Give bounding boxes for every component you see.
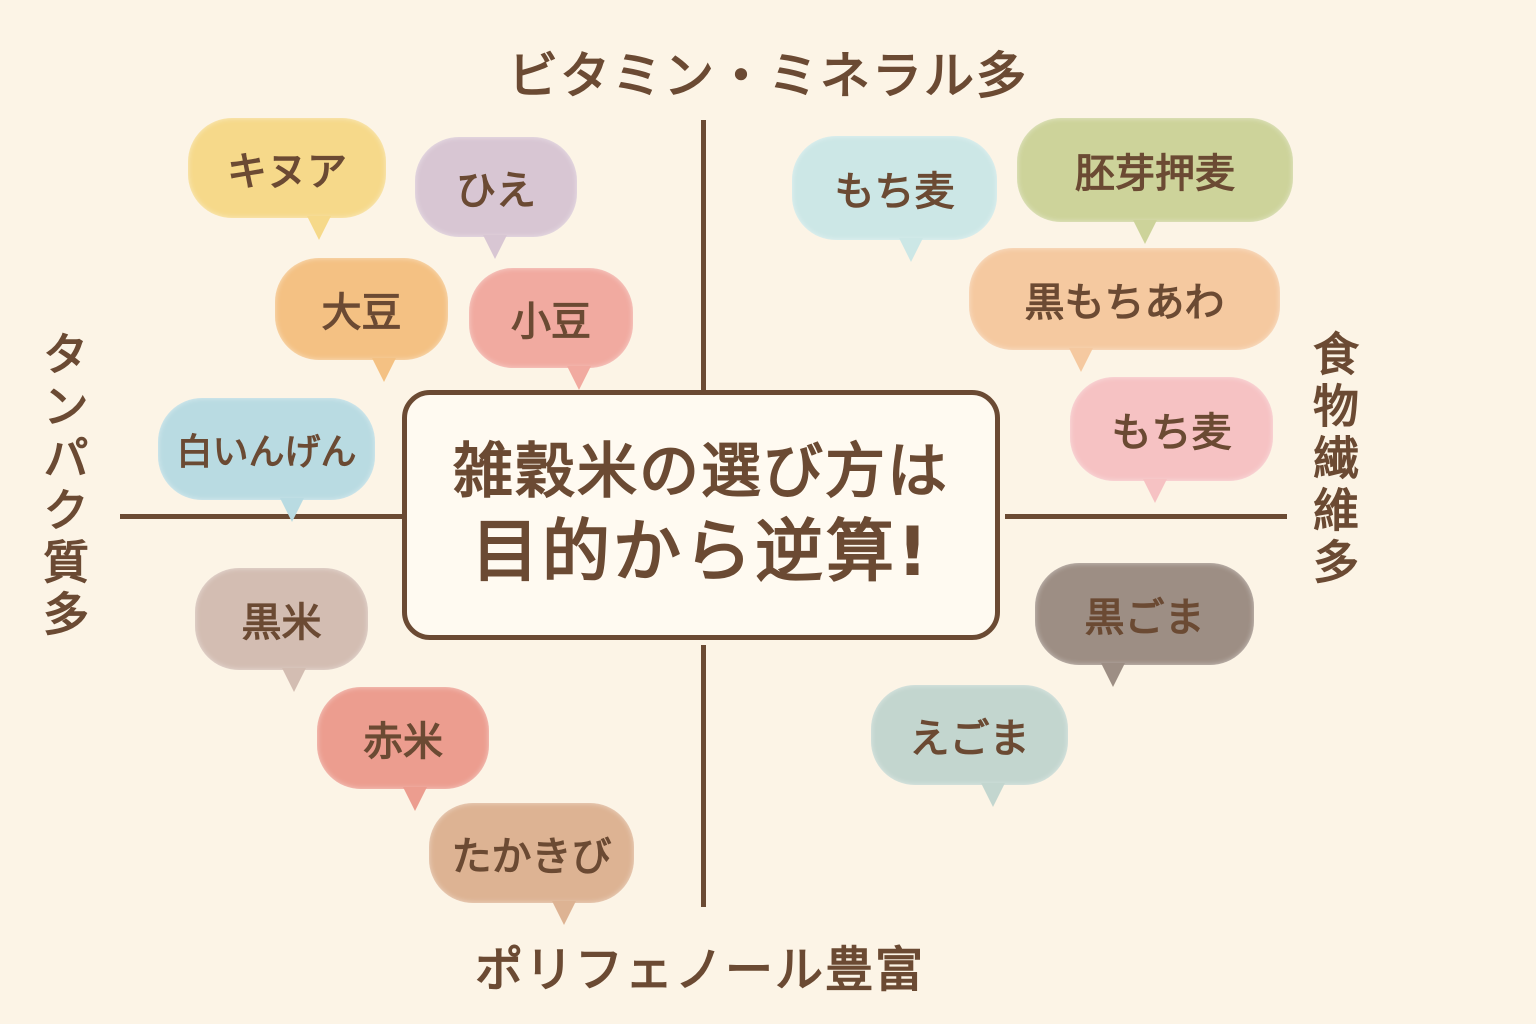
- bubble-kurogome: 黒米: [195, 568, 368, 692]
- bubble-daizu: 大豆: [275, 258, 448, 382]
- bubble-quinoa: キヌア: [188, 118, 386, 240]
- bubble-hie: ひえ: [415, 137, 577, 259]
- bubble-kurogoma: 黒ごま: [1035, 563, 1254, 687]
- bubble-shiroingen: 白いんげん: [158, 398, 375, 522]
- axis-label-right: 食物繊維多: [1306, 330, 1360, 590]
- axis-line-right: [1005, 514, 1287, 519]
- axis-label-top: ビタミン・ミネラル多: [508, 47, 1028, 105]
- center-title-line1: 雑穀米の選び方は: [453, 437, 949, 507]
- bubble-azuki: 小豆: [469, 268, 633, 390]
- bubble-egoma: えごま: [871, 685, 1068, 807]
- bubble-haiga-oshimugi: 胚芽押麦: [1017, 118, 1293, 244]
- axis-label-bottom: ポリフェノール豊富: [474, 942, 925, 998]
- bubble-mochimugi-1: もち麦: [792, 136, 997, 262]
- bubble-akagome: 赤米: [317, 687, 489, 811]
- center-title-line2: 目的から逆算!: [470, 513, 931, 592]
- axis-line-top: [701, 120, 706, 390]
- center-title-box: 雑穀米の選び方は 目的から逆算!: [402, 390, 1000, 640]
- bubble-kuromochiawa: 黒もちあわ: [969, 248, 1280, 372]
- axis-line-bottom: [701, 645, 706, 907]
- bubble-mochimugi-2: もち麦: [1070, 377, 1273, 503]
- bubble-takakibi: たかきび: [429, 803, 634, 925]
- axis-label-left: タンパク質多: [36, 330, 90, 642]
- axis-line-left: [120, 514, 402, 519]
